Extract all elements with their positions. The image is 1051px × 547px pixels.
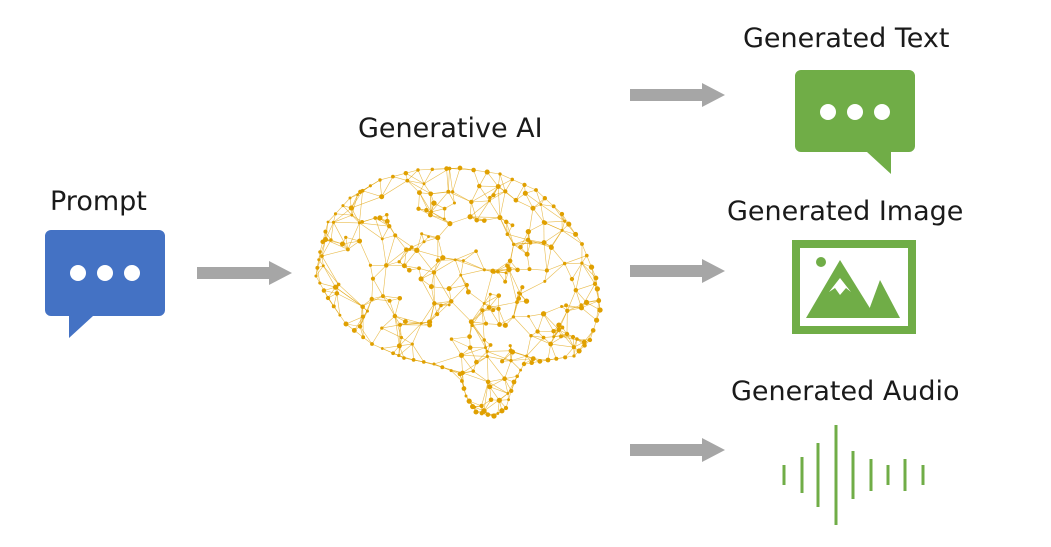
generated-text-label: Generated Text (743, 23, 950, 54)
prompt-label: Prompt (50, 186, 147, 217)
generative-ai-label: Generative AI (358, 113, 543, 144)
generated-audio-waveform-icon (782, 425, 925, 525)
generated-audio-label: Generated Audio (731, 376, 960, 407)
arrow-ai-to-text (630, 83, 725, 107)
generated-text-bubble-icon (795, 70, 915, 174)
brain-network-links (315, 167, 601, 417)
brain-network-nodes (314, 165, 603, 419)
brain-network-icon (314, 165, 603, 419)
arrow-ai-to-audio (630, 438, 725, 462)
arrow-prompt-to-ai (197, 261, 292, 285)
arrow-ai-to-image (630, 259, 725, 283)
generated-image-icon (792, 240, 916, 334)
generated-image-label: Generated Image (727, 196, 964, 227)
prompt-bubble-icon (45, 230, 165, 338)
